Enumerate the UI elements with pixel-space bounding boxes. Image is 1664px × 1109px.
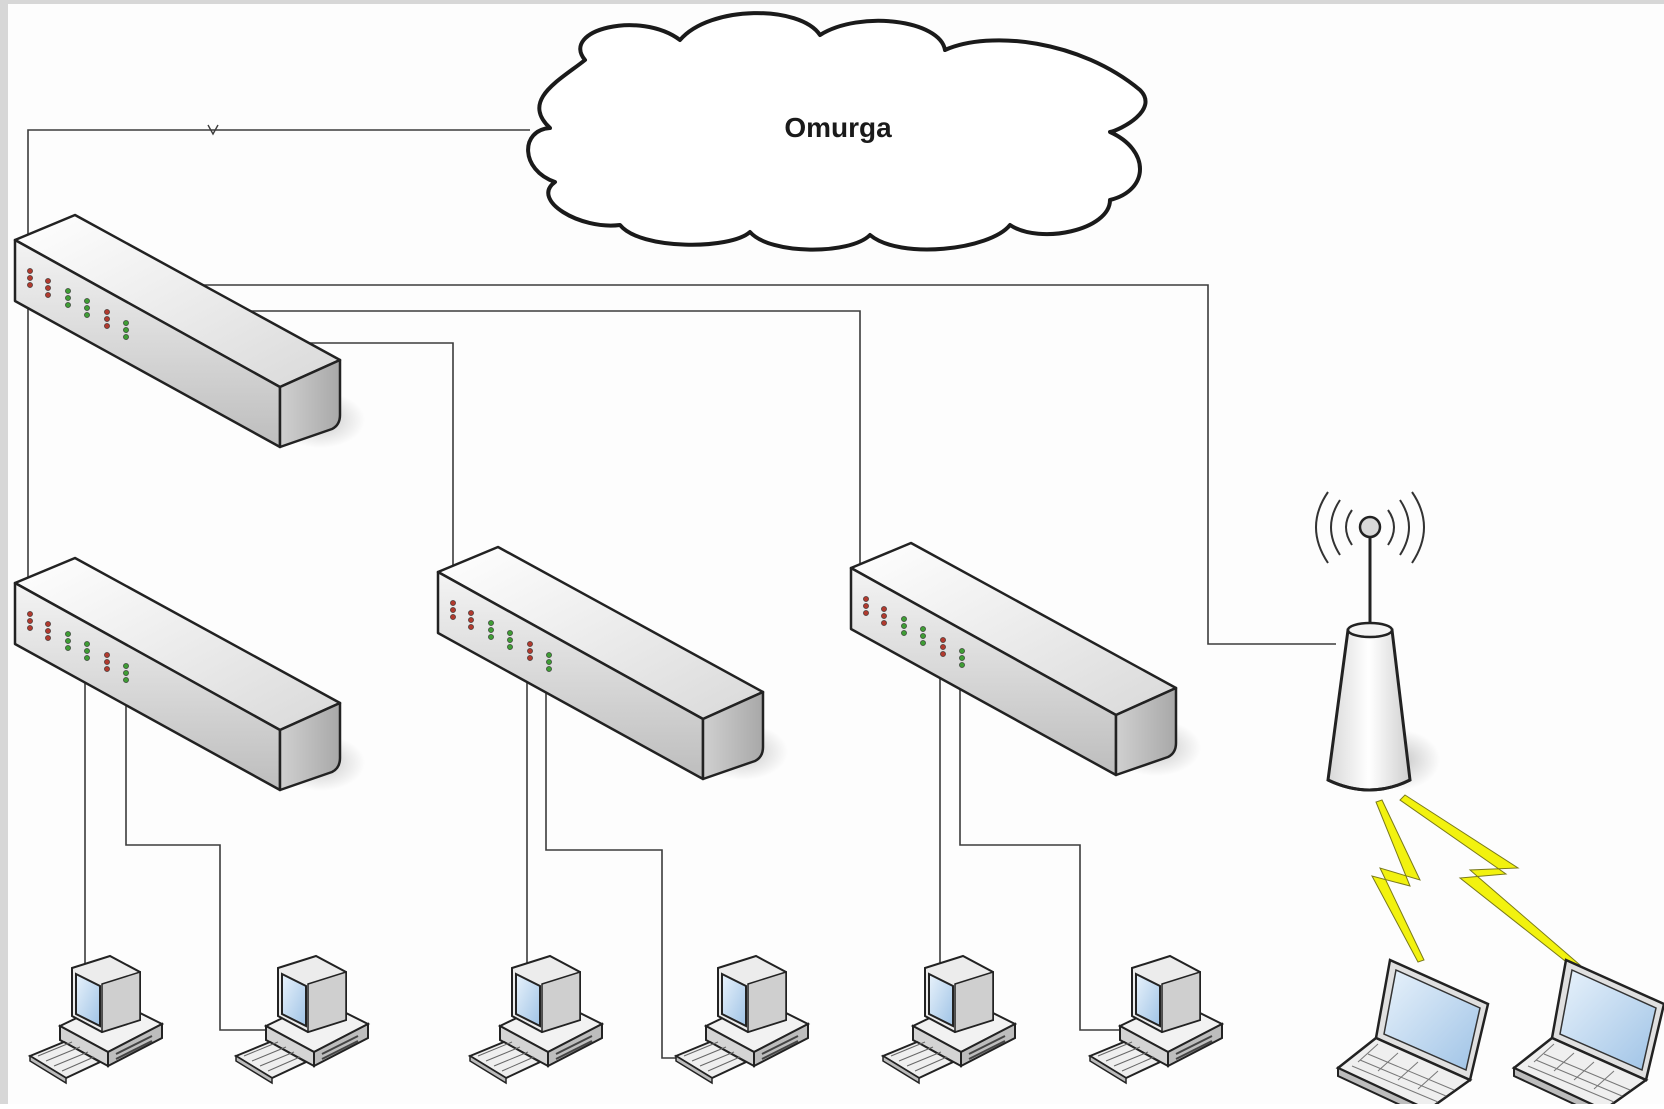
backbone-cloud: Omurga — [526, 11, 1148, 252]
access-switch-3 — [849, 541, 1203, 778]
core-switch — [13, 213, 367, 450]
desktop-pc-2 — [235, 955, 369, 1084]
backbone-label: Omurga — [784, 112, 892, 143]
line-marker — [207, 124, 219, 136]
top-border — [0, 0, 1664, 4]
laptop-1 — [1336, 958, 1490, 1109]
left-border — [0, 0, 8, 1104]
link-core-switch3 — [88, 310, 861, 600]
link-switch2-pc4 — [545, 673, 690, 1059]
access-switch-1 — [13, 556, 367, 793]
link-switch3-pc6 — [959, 670, 1140, 1031]
desktop-pc-1 — [29, 955, 163, 1084]
wireless-access-point — [1315, 491, 1440, 792]
laptop-2 — [1512, 958, 1664, 1109]
signal-waves-icon — [1315, 491, 1425, 564]
link-backbone-trunk — [27, 129, 530, 610]
link-switch1-pc2 — [125, 676, 280, 1031]
desktop-pc-5 — [882, 955, 1016, 1084]
desktop-pc-4 — [675, 955, 809, 1084]
wireless-link-1 — [1371, 799, 1425, 963]
wireless-link-2 — [1399, 794, 1581, 969]
access-switch-2 — [436, 545, 790, 782]
connection-lines — [27, 129, 1336, 1059]
desktop-pc-3 — [469, 955, 603, 1084]
link-core-ap — [28, 284, 1336, 645]
desktop-pc-6 — [1089, 955, 1223, 1084]
